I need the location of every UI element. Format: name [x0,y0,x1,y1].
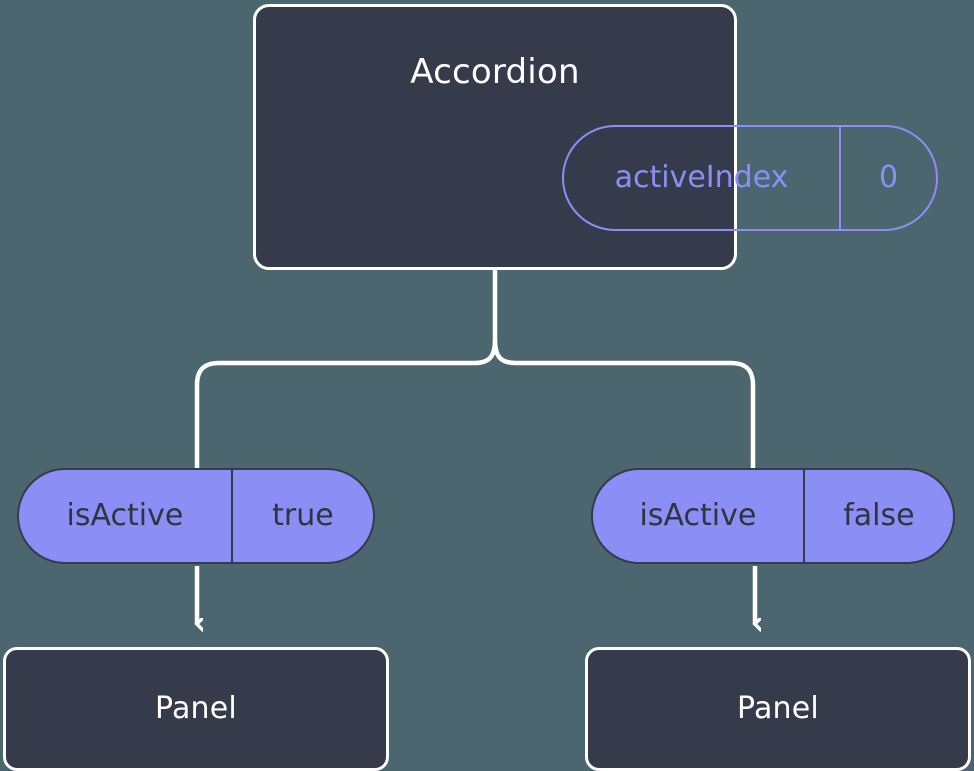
state-badge-key: activeIndex [614,160,789,195]
node-panel-right-label: Panel [737,691,819,726]
prop-badge-value: false [802,470,953,562]
prop-badge-value: true [230,470,373,562]
node-accordion-label: Accordion [410,52,580,92]
node-panel-left-label: Panel [155,691,237,726]
state-badge-value: 0 [839,127,936,229]
edge-root-to-left-pill [194,270,498,468]
prop-badge-is-active-false[interactable]: isActive false [591,468,955,564]
edge-root-to-right-pill [492,339,756,468]
prop-badge-key: isActive [66,498,184,533]
node-panel-right[interactable]: Panel [585,647,971,771]
node-accordion[interactable]: Accordion activeIndex 0 [253,4,938,270]
node-panel-left[interactable]: Panel [3,647,389,771]
prop-badge-key: isActive [639,498,757,533]
prop-badge-is-active-true[interactable]: isActive true [17,468,375,564]
state-badge-active-index[interactable]: activeIndex 0 [562,125,938,231]
